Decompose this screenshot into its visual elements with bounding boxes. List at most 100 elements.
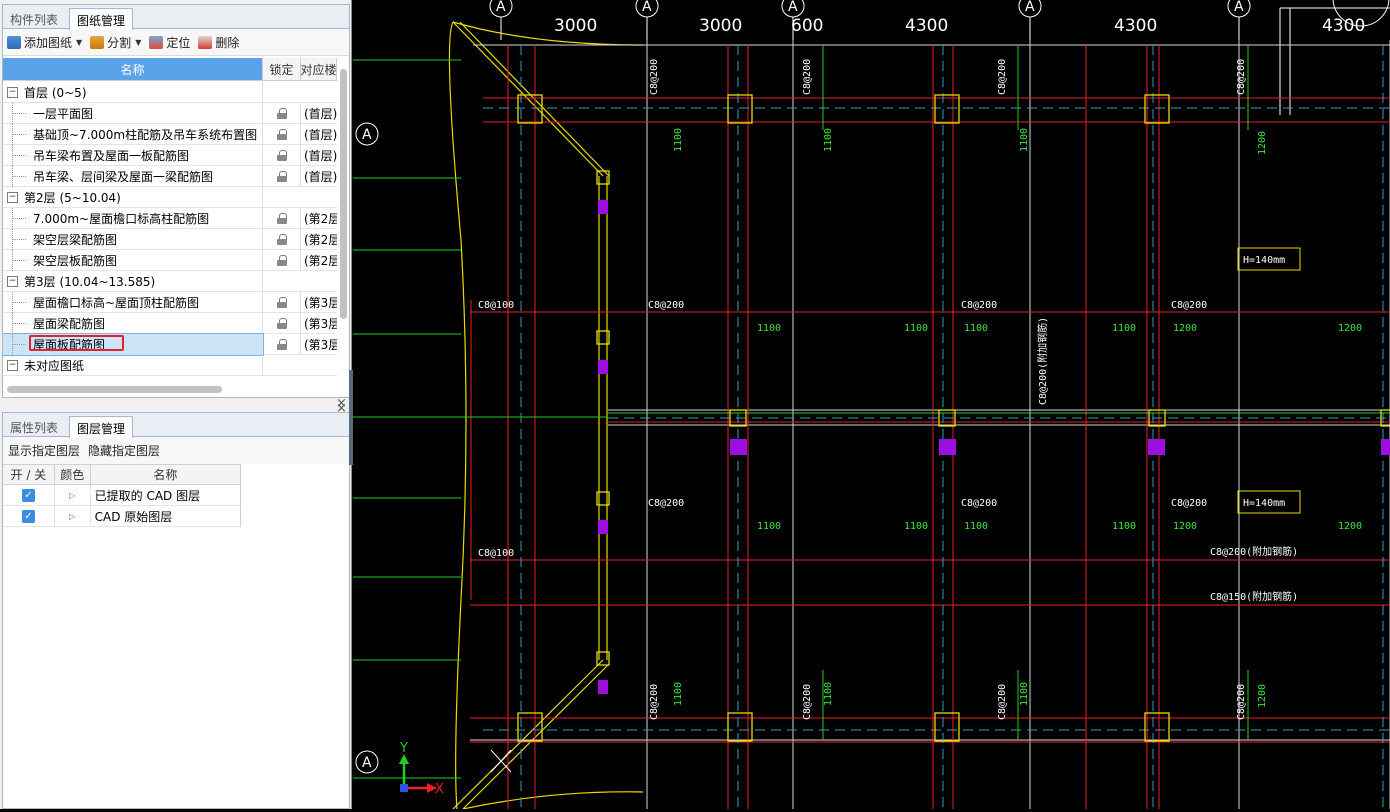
checkbox-icon[interactable]: ✓ bbox=[21, 488, 35, 502]
slab-lines-cyan bbox=[483, 45, 1390, 809]
length-label: 1100 bbox=[1019, 682, 1030, 706]
lock-icon[interactable] bbox=[276, 254, 287, 266]
rebar-label: C8@200 bbox=[961, 300, 997, 311]
roof-outline bbox=[448, 21, 644, 810]
close-icon[interactable]: × bbox=[336, 396, 347, 411]
delete-button[interactable]: 删除 bbox=[198, 34, 239, 51]
slab-thickness-label: H=140mm bbox=[1243, 255, 1285, 266]
group-row[interactable]: −第2层 (5~10.04) bbox=[3, 186, 337, 208]
drawing-row[interactable]: 吊车梁、层间梁及屋面一梁配筋图(首层) bbox=[3, 165, 337, 187]
close-icon[interactable]: × bbox=[336, 401, 347, 416]
lock-icon[interactable] bbox=[276, 170, 287, 182]
group-row[interactable]: −未对应图纸 bbox=[3, 354, 337, 376]
drawing-row[interactable]: 架空层梁配筋图(第2层 bbox=[3, 228, 337, 250]
axis-bubbles bbox=[355, 0, 1251, 774]
lock-icon[interactable] bbox=[276, 296, 287, 308]
hide-layer-button[interactable]: 隐藏指定图层 bbox=[88, 444, 161, 458]
cad-drawing-canvas[interactable]: A A A A A A A 3000 3000 600 4300 4300 43… bbox=[353, 0, 1390, 810]
layer-row[interactable]: ✓ ▷ 已提取的 CAD 图层 bbox=[3, 485, 241, 506]
expand-triangle-icon[interactable]: ▷ bbox=[69, 490, 76, 500]
drawing-row[interactable]: 基础顶~7.000m柱配筋及吊车系统布置图(首层) bbox=[3, 123, 337, 145]
checkbox-icon[interactable]: ✓ bbox=[21, 509, 35, 523]
length-label: 1100 bbox=[964, 521, 988, 532]
layer-management-panel: 属性列表 图层管理 显示指定图层 隐藏指定图层 开 / 关 颜色 名称 ✓ ▷ … bbox=[2, 412, 350, 809]
drawing-row-selected[interactable]: 屋面板配筋图(第3层 bbox=[3, 332, 337, 356]
length-label: 1100 bbox=[757, 323, 781, 334]
lock-icon[interactable] bbox=[276, 338, 287, 350]
drawing-row[interactable]: 屋面檐口标高~屋面顶柱配筋图(第3层 bbox=[3, 291, 337, 313]
collapse-icon[interactable]: − bbox=[7, 275, 18, 287]
rebar-label: C8@200 bbox=[648, 498, 684, 509]
length-label: 1200 bbox=[1173, 323, 1197, 334]
dimension-text: 3000 bbox=[699, 16, 742, 36]
drawing-toolbar: 添加图纸 ▼ 分割 ▼ 定位 删除 bbox=[3, 29, 349, 56]
lock-icon[interactable] bbox=[276, 212, 287, 224]
rebar-label: C8@200 bbox=[802, 59, 813, 95]
column-header-layer-name[interactable]: 名称 bbox=[153, 468, 178, 482]
drawing-row[interactable]: 7.000m~屋面檐口标高柱配筋图(第2层 bbox=[3, 207, 337, 229]
panel-splitter[interactable] bbox=[349, 370, 353, 465]
split-button[interactable]: 分割 ▼ bbox=[90, 34, 141, 51]
length-label: 1200 bbox=[1338, 323, 1362, 334]
length-label: 1100 bbox=[1019, 128, 1030, 152]
length-label: 1100 bbox=[904, 521, 928, 532]
grid-lines bbox=[470, 40, 1390, 809]
length-label: 1200 bbox=[1173, 521, 1197, 532]
vertical-scrollbar[interactable] bbox=[340, 69, 347, 319]
rebar-label: C8@200 bbox=[649, 684, 660, 720]
expand-triangle-icon[interactable]: ▷ bbox=[69, 511, 76, 521]
lock-icon[interactable] bbox=[276, 149, 287, 161]
left-sidebar: 构件列表 图纸管理 添加图纸 ▼ 分割 ▼ 定位 删除 bbox=[0, 0, 352, 809]
layer-panel-tabs: 属性列表 图层管理 bbox=[3, 413, 349, 438]
rebar-label: C8@100 bbox=[478, 300, 514, 311]
drawing-row[interactable]: 吊车梁布置及屋面一板配筋图(首层) bbox=[3, 144, 337, 166]
dimension-text: 4300 bbox=[1322, 16, 1365, 36]
axis-label: A bbox=[362, 127, 372, 143]
add-drawing-button[interactable]: 添加图纸 ▼ bbox=[7, 34, 82, 51]
slab-thickness-label: H=140mm bbox=[1243, 498, 1285, 509]
lock-icon[interactable] bbox=[276, 128, 287, 140]
dimension-text: 4300 bbox=[1114, 16, 1157, 36]
dropdown-arrow-icon: ▼ bbox=[135, 37, 142, 47]
lock-icon[interactable] bbox=[276, 233, 287, 245]
collapse-icon[interactable]: − bbox=[7, 359, 18, 371]
column-header-floor[interactable]: 对应楼 bbox=[301, 58, 337, 80]
lock-icon[interactable] bbox=[276, 317, 287, 329]
column-header-onoff[interactable]: 开 / 关 bbox=[3, 465, 55, 484]
drawing-row[interactable]: 屋面梁配筋图(第3层 bbox=[3, 312, 337, 334]
tab-property-list[interactable]: 属性列表 bbox=[10, 421, 59, 435]
layer-row[interactable]: ✓ ▷ CAD 原始图层 bbox=[3, 506, 241, 527]
drawing-row[interactable]: 架空层板配筋图(第2层 bbox=[3, 249, 337, 271]
locate-button[interactable]: 定位 bbox=[149, 34, 190, 51]
collapse-icon[interactable]: − bbox=[7, 86, 18, 98]
collapse-icon[interactable]: − bbox=[7, 191, 18, 203]
tab-component-list[interactable]: 构件列表 bbox=[10, 13, 59, 27]
dropdown-arrow-icon: ▼ bbox=[76, 37, 83, 47]
axis-label: A bbox=[496, 0, 506, 15]
rebar-label: C8@200 bbox=[1236, 59, 1247, 95]
drawing-row[interactable]: 一层平面图(首层) bbox=[3, 102, 337, 124]
column-header-lock[interactable]: 锁定 bbox=[263, 58, 301, 80]
group-row[interactable]: −第3层 (10.04~13.585) bbox=[3, 270, 337, 292]
rebar-label: C8@200 bbox=[997, 59, 1008, 95]
show-layer-button[interactable]: 显示指定图层 bbox=[8, 444, 81, 458]
rebar-label: C8@200 bbox=[648, 300, 684, 311]
rebar-label: C8@200 bbox=[997, 684, 1008, 720]
horizontal-scrollbar[interactable] bbox=[7, 386, 222, 393]
length-label: 1200 bbox=[1257, 131, 1268, 155]
add-drawing-icon bbox=[7, 35, 21, 49]
length-label: 1100 bbox=[823, 128, 834, 152]
axis-label: A bbox=[788, 0, 798, 15]
length-label: 1100 bbox=[1112, 323, 1136, 334]
tab-drawing-management[interactable]: 图纸管理 bbox=[69, 8, 134, 30]
lock-icon[interactable] bbox=[276, 107, 287, 119]
axis-label: A bbox=[1234, 0, 1244, 15]
rebar-label: C8@200 bbox=[961, 498, 997, 509]
column-header-color[interactable]: 颜色 bbox=[55, 465, 91, 484]
beam-lines-red bbox=[470, 45, 1390, 809]
tab-layer-management[interactable]: 图层管理 bbox=[69, 416, 134, 438]
group-row[interactable]: −首层 (0~5) bbox=[3, 82, 337, 103]
length-label: 1100 bbox=[964, 323, 988, 334]
column-header-name[interactable]: 名称 bbox=[3, 58, 263, 80]
layer-toolbar: 显示指定图层 隐藏指定图层 bbox=[3, 437, 349, 464]
